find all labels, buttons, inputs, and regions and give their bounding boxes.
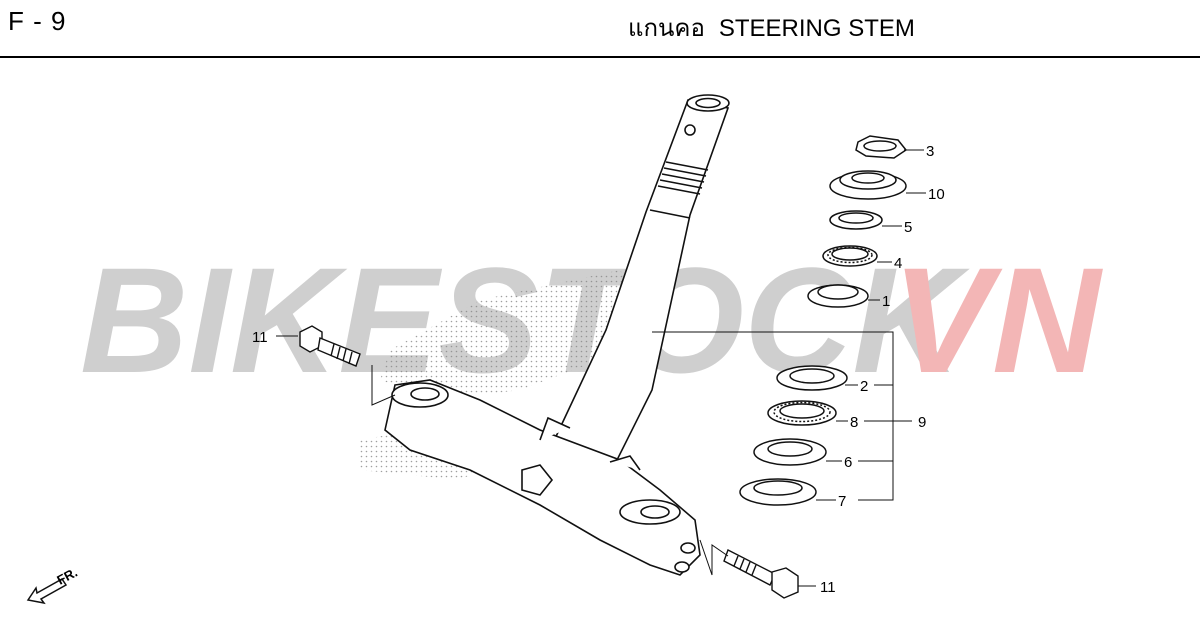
steering-stem-part bbox=[550, 94, 730, 472]
callout-4: 4 bbox=[894, 255, 902, 272]
callout-3: 3 bbox=[926, 143, 934, 160]
callout-11-left: 11 bbox=[252, 329, 268, 346]
callout-10: 10 bbox=[928, 186, 945, 203]
callout-9: 9 bbox=[918, 414, 926, 431]
page-code: F - 9 bbox=[8, 6, 67, 36]
callouts: 3 10 5 4 1 2 8 9 6 7 11 11 bbox=[252, 143, 945, 596]
page-title: แกนคอ STEERING STEM bbox=[628, 8, 915, 47]
bolt-left-part bbox=[299, 325, 361, 367]
lower-bearing-part bbox=[767, 400, 837, 426]
direction-marker: FR. bbox=[26, 565, 80, 605]
callout-7: 7 bbox=[838, 493, 846, 510]
page-title-thai: แกนคอ bbox=[628, 15, 705, 42]
lower-dust-seal-part bbox=[739, 478, 817, 506]
callout-6: 6 bbox=[844, 454, 852, 471]
bolt-right-part bbox=[723, 549, 799, 599]
callout-2: 2 bbox=[860, 378, 868, 395]
page-title-english: STEERING STEM bbox=[718, 15, 915, 42]
upper-bearing-part bbox=[822, 245, 878, 267]
lock-nut-part bbox=[829, 170, 907, 200]
leader-lines bbox=[276, 149, 926, 587]
bottom-bridge-part bbox=[384, 379, 701, 576]
arrow-down-left-icon bbox=[26, 578, 68, 605]
callout-5: 5 bbox=[904, 219, 912, 236]
header-rule bbox=[0, 56, 1200, 58]
dust-seal-part bbox=[829, 210, 883, 230]
callout-11-right: 11 bbox=[820, 579, 836, 596]
watermark-accent: VN bbox=[892, 236, 1103, 404]
callout-8: 8 bbox=[850, 414, 858, 431]
lower-seal-part bbox=[753, 438, 827, 466]
callout-1: 1 bbox=[882, 293, 890, 310]
lower-race-part bbox=[776, 365, 848, 391]
upper-race-part bbox=[807, 284, 869, 308]
adjusting-nut-part bbox=[855, 135, 908, 159]
